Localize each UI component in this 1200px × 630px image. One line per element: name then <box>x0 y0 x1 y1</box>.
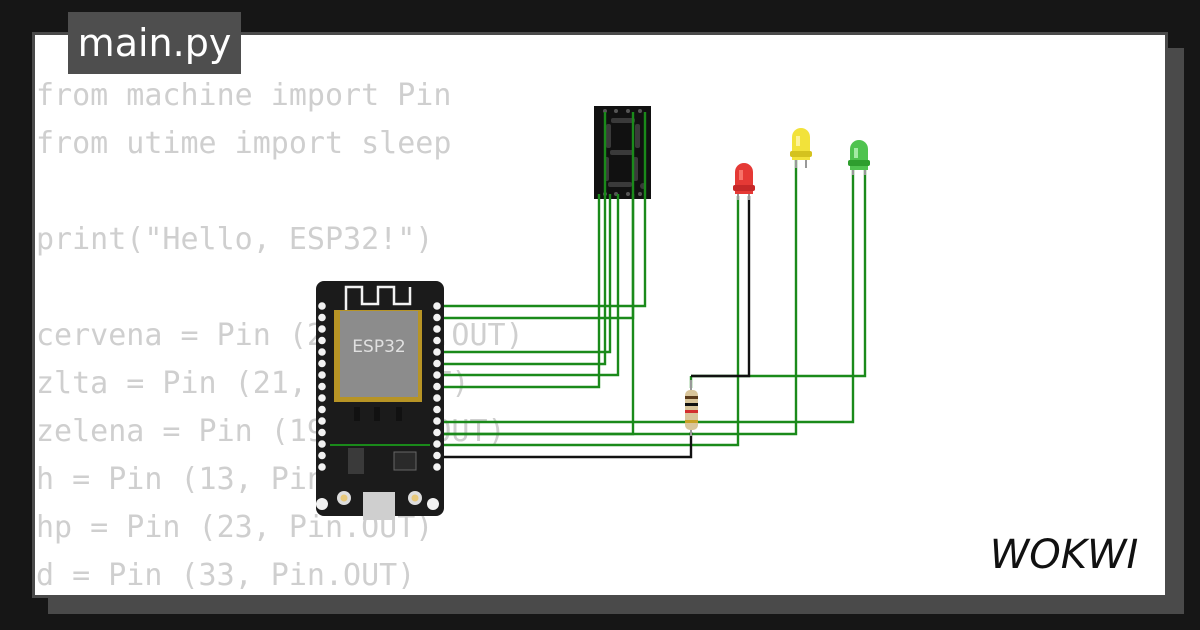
red-led[interactable] <box>733 163 755 200</box>
code-line: print("Hello, ESP32!") <box>36 222 434 257</box>
wokwi-logo: WOKWI <box>990 532 1139 576</box>
header-pin[interactable] <box>433 394 441 402</box>
file-tab[interactable]: main.py <box>68 12 241 74</box>
code-line: from machine import Pin <box>36 78 452 113</box>
header-pin[interactable] <box>318 336 326 345</box>
header-pin[interactable] <box>318 382 326 391</box>
header-pin[interactable] <box>433 371 441 379</box>
pin-row-right <box>433 302 441 471</box>
header-pin[interactable] <box>318 348 326 356</box>
header-pin[interactable] <box>433 451 441 460</box>
header-pin[interactable] <box>318 451 326 460</box>
header-pin[interactable] <box>433 359 441 368</box>
header-pin[interactable] <box>433 336 441 345</box>
green-wires <box>437 112 867 447</box>
antenna <box>344 285 412 310</box>
esp32-chip <box>340 311 418 397</box>
usb-port <box>363 492 395 520</box>
green-led[interactable] <box>848 140 870 175</box>
esp32-board[interactable]: ESP32 <box>316 281 444 520</box>
black-wires <box>437 196 751 459</box>
header-pin[interactable] <box>433 382 441 391</box>
header-pin[interactable] <box>318 417 326 425</box>
code-line: from utime import sleep <box>36 126 452 161</box>
header-pin[interactable] <box>433 417 441 425</box>
code-line: d = Pin (33, Pin.OUT) <box>36 558 416 593</box>
header-pin[interactable] <box>433 463 441 471</box>
header-pin[interactable] <box>318 463 326 471</box>
header-pin[interactable] <box>318 440 326 448</box>
header-pin[interactable] <box>433 428 441 437</box>
header-pin[interactable] <box>433 405 441 414</box>
code-line: hp = Pin (23, Pin.OUT) <box>36 510 434 545</box>
header-pin[interactable] <box>318 325 326 333</box>
header-pin[interactable] <box>318 371 326 379</box>
pin-row-left <box>318 302 326 471</box>
header-pin[interactable] <box>318 313 326 322</box>
header-pin[interactable] <box>433 313 441 322</box>
header-pin[interactable] <box>318 359 326 368</box>
header-pin[interactable] <box>433 325 441 333</box>
header-pin[interactable] <box>318 405 326 414</box>
resistor[interactable] <box>685 380 698 436</box>
header-pin[interactable] <box>433 302 441 310</box>
header-pin[interactable] <box>318 394 326 402</box>
header-pin[interactable] <box>318 428 326 437</box>
yellow-led[interactable] <box>790 128 812 168</box>
header-pin[interactable] <box>433 440 441 448</box>
header-pin[interactable] <box>318 302 326 310</box>
seven-segment-display[interactable] <box>594 106 651 199</box>
chip-label: ESP32 <box>352 337 405 357</box>
svg-text:WOKWI: WOKWI <box>990 532 1139 576</box>
header-pin[interactable] <box>433 348 441 356</box>
